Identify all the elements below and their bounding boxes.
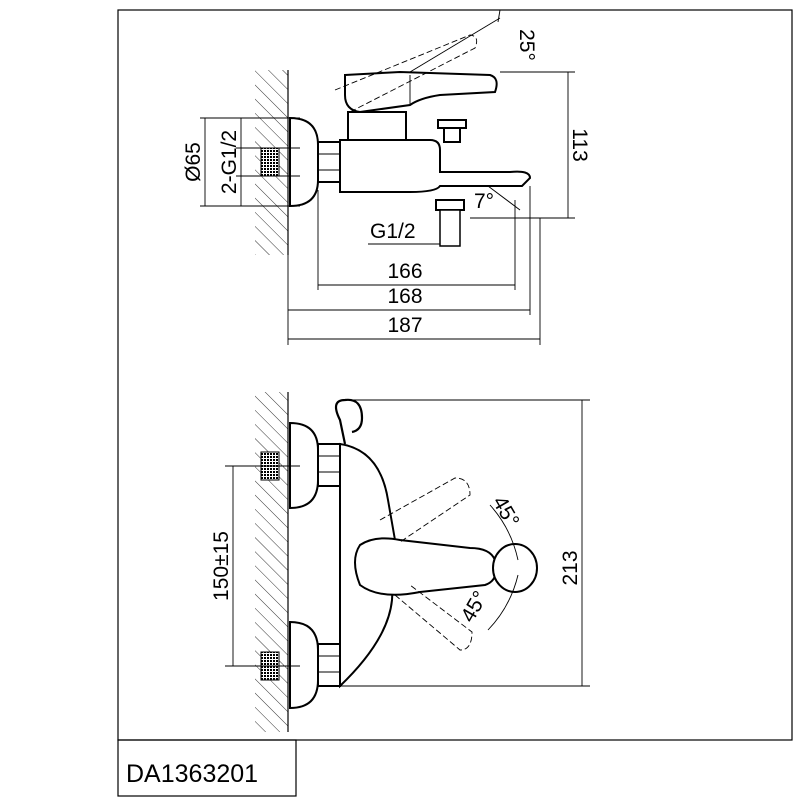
model-code: DA1363201 bbox=[126, 760, 258, 788]
wall-hatch-front bbox=[255, 392, 288, 732]
length-dim-166: 166 bbox=[387, 260, 422, 283]
front-view: 45° 45° 213 150±15 bbox=[210, 392, 590, 732]
spout-angle-label: 7° bbox=[474, 190, 494, 213]
cartridge-side bbox=[347, 111, 407, 141]
escutcheon-side bbox=[289, 116, 319, 208]
drawing-border bbox=[117, 9, 793, 741]
side-view: 113 25° 7° Ø65 2-G1/2 G1/2 166 168 187 bbox=[182, 9, 591, 345]
upper-angle-label: 45° bbox=[488, 492, 524, 531]
length-dim-187: 187 bbox=[387, 314, 422, 337]
diameter-label: Ø65 bbox=[182, 142, 205, 182]
height-dim-side: 113 bbox=[568, 128, 591, 161]
lever-angle-label: 25° bbox=[515, 29, 538, 61]
model-code-box bbox=[117, 739, 297, 797]
lower-angle-label: 45° bbox=[456, 587, 492, 626]
lever-side bbox=[344, 70, 498, 114]
lever-front bbox=[354, 537, 498, 596]
lever-rotated-up bbox=[379, 477, 471, 543]
inlet-spacing-label: 150±15 bbox=[210, 531, 233, 601]
shower-outlet-side bbox=[435, 199, 465, 211]
outlet-thread-label: G1/2 bbox=[370, 220, 416, 243]
lever-rotated-down bbox=[394, 584, 473, 651]
length-dim-168: 168 bbox=[387, 285, 422, 308]
lever-open-side bbox=[334, 34, 478, 113]
diverter-knob-side bbox=[437, 119, 467, 129]
height-dim-front: 213 bbox=[559, 550, 582, 585]
inlet-thread-label: 2-G1/2 bbox=[218, 130, 241, 194]
escutcheon-lower bbox=[289, 620, 319, 710]
connector-nut-side bbox=[317, 141, 341, 183]
spout-ring bbox=[492, 543, 538, 593]
shower-hook bbox=[334, 398, 364, 445]
inlet-knurl-side bbox=[260, 147, 280, 177]
body-side bbox=[339, 139, 532, 193]
escutcheon-upper bbox=[289, 421, 319, 510]
